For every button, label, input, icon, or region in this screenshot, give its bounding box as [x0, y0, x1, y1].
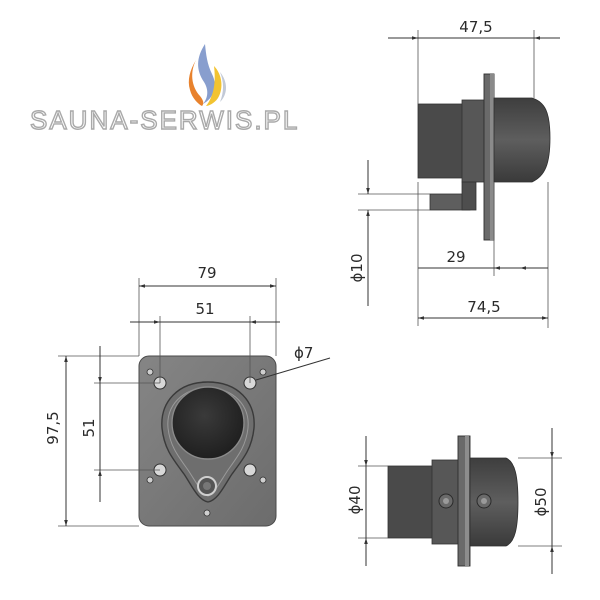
dim-front-height-outer: 97,5 — [44, 411, 62, 444]
logo: SAUNA-SERWIS.PL — [29, 44, 299, 136]
dim-side-shaft-diameter: ϕ10 — [348, 254, 366, 283]
dim-side-length-body: 47,5 — [459, 18, 492, 36]
dim-front-width-holes: 51 — [195, 300, 214, 318]
dim-front-width-outer: 79 — [197, 264, 216, 282]
side-view: 47,5 ϕ10 29 74,5 — [348, 18, 560, 328]
dim-side-length-rear: 29 — [446, 248, 465, 266]
dim-bottom-diameter-large: ϕ50 — [532, 488, 550, 517]
dim-front-height-holes: 51 — [80, 418, 98, 437]
bottom-view: ϕ40 ϕ50 — [346, 428, 562, 574]
dim-side-length-total: 74,5 — [467, 298, 500, 316]
front-view: 79 51 ϕ7 97,5 51 — [44, 264, 331, 527]
dim-bottom-diameter-small: ϕ40 — [346, 486, 364, 515]
logo-text: SAUNA-SERWIS.PL — [30, 105, 299, 135]
flame-icon — [188, 44, 226, 106]
dim-front-hole-diameter: ϕ7 — [294, 344, 313, 362]
